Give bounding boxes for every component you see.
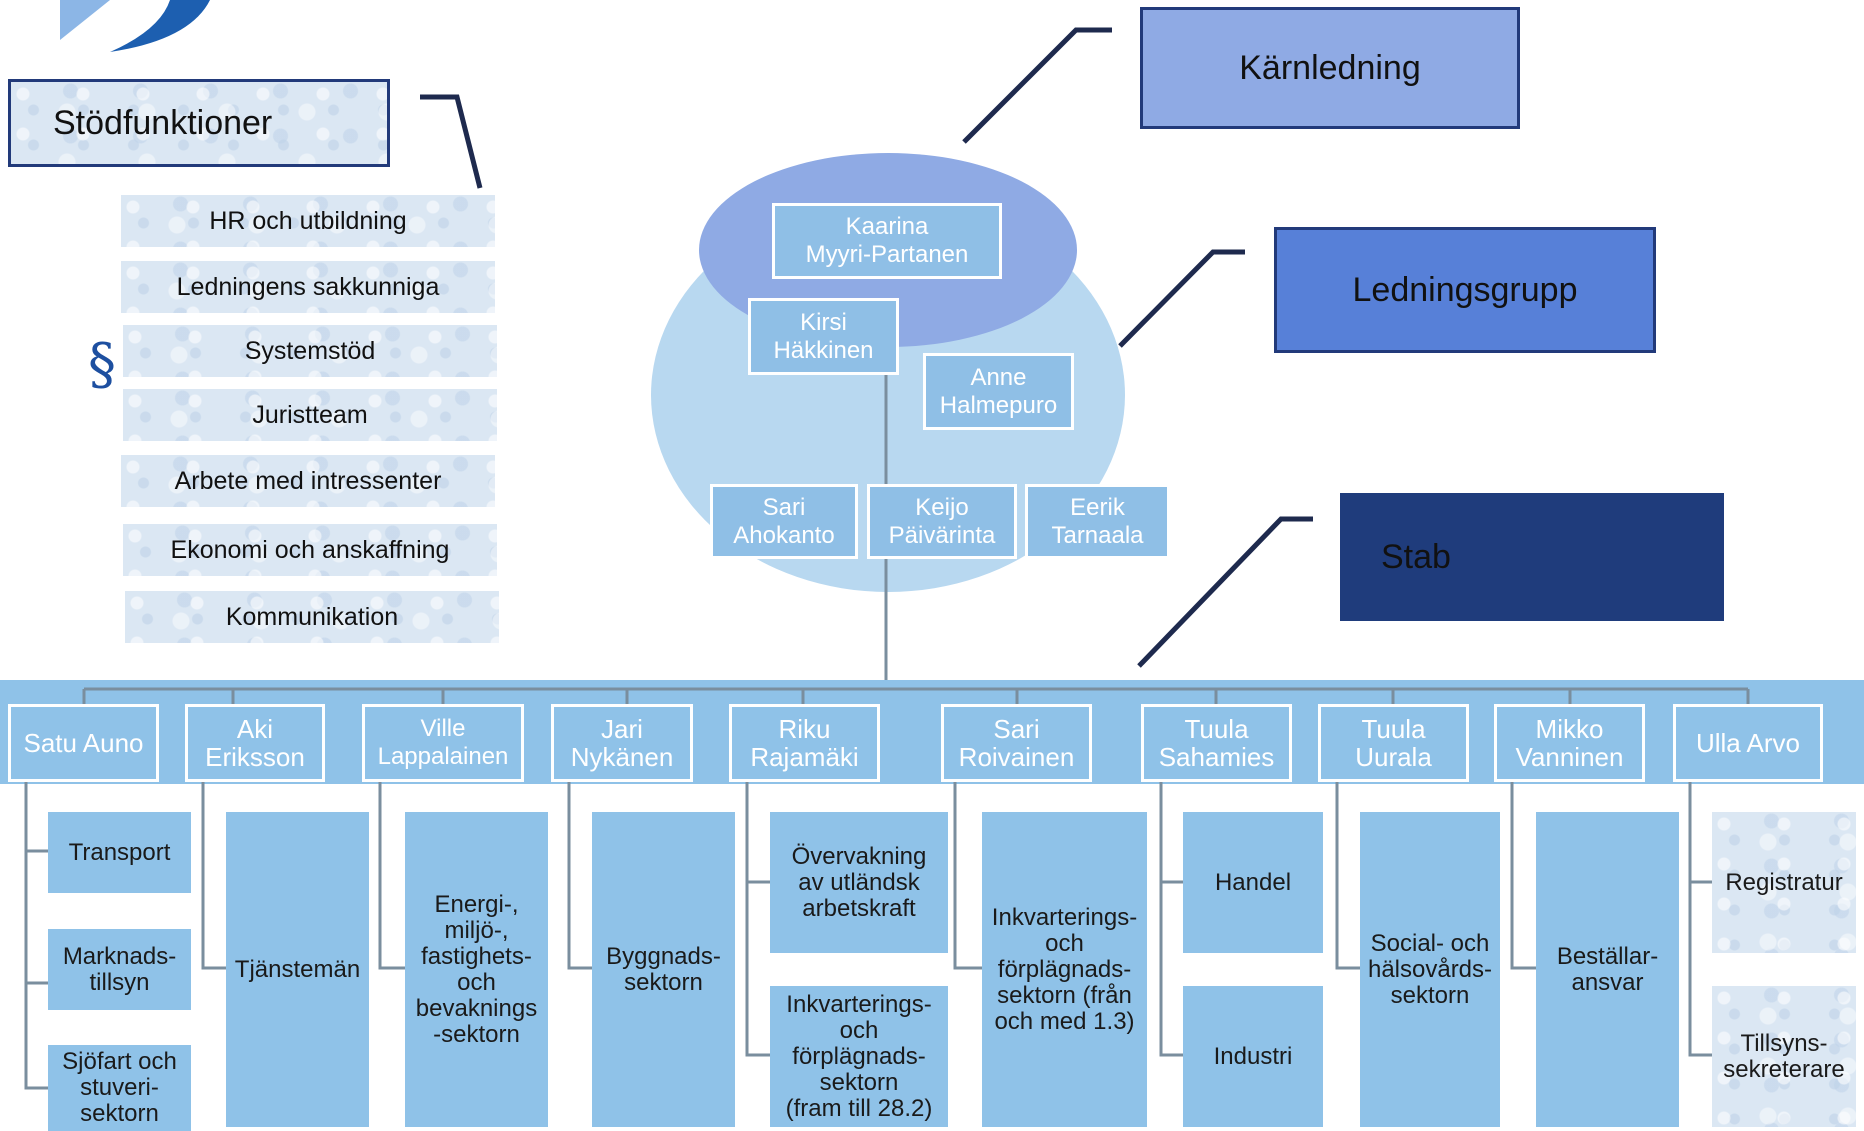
department-head-box: Tuula Sahamies	[1141, 704, 1292, 782]
support-item: Kommunikation	[125, 591, 499, 643]
unit-box: Inkvarterings- och förplägnads- sektorn …	[982, 812, 1147, 1127]
unit-box: Marknads- tillsyn	[48, 929, 191, 1010]
unit-box: Industri	[1183, 986, 1323, 1127]
department-head-box: Aki Eriksson	[185, 704, 325, 782]
department-head-box: Satu Auno	[8, 704, 159, 782]
support-item: Juristteam	[123, 389, 497, 441]
unit-box: Tjänstemän	[226, 812, 369, 1127]
support-item: HR och utbildning	[121, 195, 495, 247]
unit-box: Handel	[1183, 812, 1323, 953]
staff-member-box: Keijo Päivärinta	[867, 484, 1017, 559]
unit-box: Övervakning av utländsk arbetskraft	[770, 812, 948, 953]
department-head-box: Tuula Uurala	[1318, 704, 1469, 782]
support-item: Arbete med intressenter	[121, 455, 495, 507]
unit-box: Energi-, miljö-, fastighets- och bevakni…	[405, 812, 548, 1127]
department-head-box: Ville Lappalainen	[362, 704, 524, 782]
department-head-box: Ulla Arvo	[1673, 704, 1823, 782]
unit-box: Tillsyns- sekreterare	[1712, 986, 1856, 1127]
unit-box: Transport	[48, 812, 191, 893]
department-head-box: Jari Nykänen	[551, 704, 693, 782]
category-stodfunktioner: Stödfunktioner	[8, 79, 390, 167]
unit-box: Registratur	[1712, 812, 1856, 953]
section-symbol: §	[88, 331, 116, 397]
unit-box: Beställar- ansvar	[1536, 812, 1679, 1127]
staff-member-box: Sari Ahokanto	[710, 484, 858, 559]
group-member-box: Anne Halmepuro	[923, 353, 1074, 430]
department-head-box: Riku Rajamäki	[729, 704, 880, 782]
department-head-box: Sari Roivainen	[941, 704, 1092, 782]
category-stab: Stab	[1340, 493, 1724, 621]
core-leader-box: Kaarina Myyri-Partanen	[772, 203, 1002, 279]
staff-member-box: Eerik Tarnaala	[1025, 484, 1170, 559]
department-head-box: Mikko Vanninen	[1494, 704, 1645, 782]
unit-box: Inkvarterings- och förplägnads- sektorn …	[770, 986, 948, 1127]
support-item: Ledningens sakkunniga	[121, 261, 495, 313]
unit-box: Sjöfart och stuveri- sektorn	[48, 1045, 191, 1131]
unit-box: Byggnads- sektorn	[592, 812, 735, 1127]
group-member-box: Kirsi Häkkinen	[748, 298, 899, 375]
category-karnledning: Kärnledning	[1140, 7, 1520, 129]
support-item: Ekonomi och anskaffning	[123, 524, 497, 576]
category-ledningsgrupp: Ledningsgrupp	[1274, 227, 1656, 353]
support-item: Systemstöd	[123, 325, 497, 377]
unit-box: Social- och hälsovårds- sektorn	[1360, 812, 1500, 1127]
